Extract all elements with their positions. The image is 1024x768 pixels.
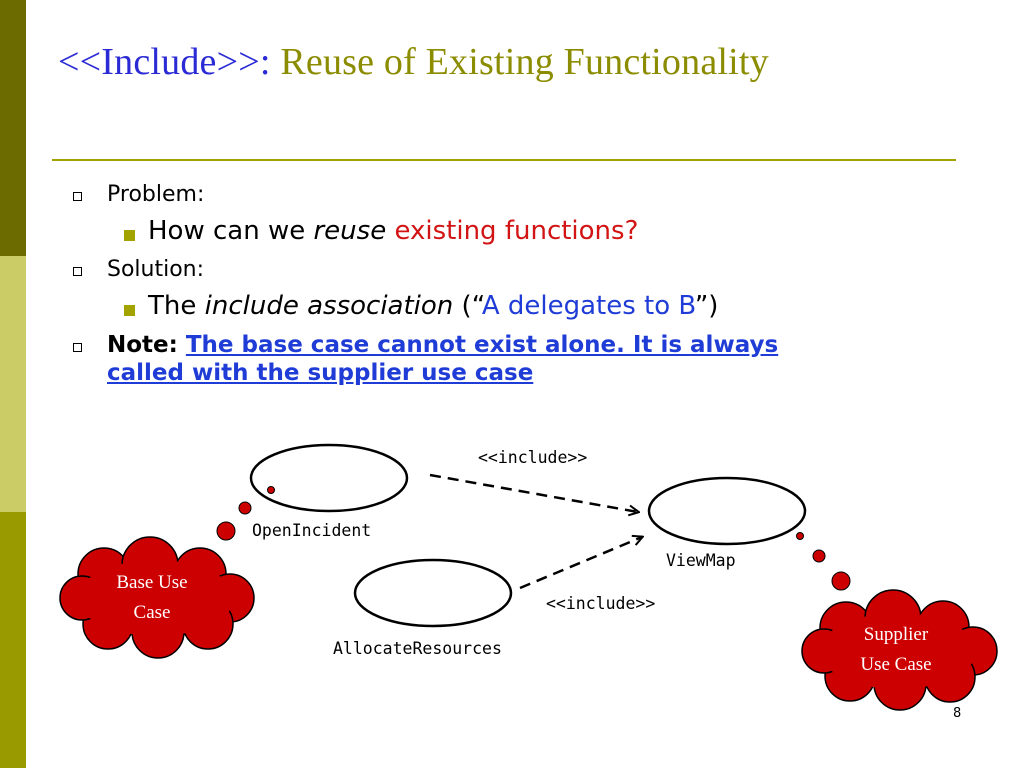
usecase-allocate-resources-ellipse[interactable] xyxy=(353,558,513,628)
problem-text: How can we reuse existing functions? xyxy=(148,216,639,246)
callout-base-line2: Case xyxy=(134,602,171,623)
include-label-1: <<include>> xyxy=(478,448,587,467)
include-arrow-2 xyxy=(519,537,642,590)
bullet-square-icon xyxy=(73,192,82,201)
usecase-view-map-label: ViewMap xyxy=(666,551,736,570)
bullet-square-icon xyxy=(73,343,82,352)
usecase-open-incident-label: OpenIncident xyxy=(252,521,371,540)
solution-text: The include association (“A delegates to… xyxy=(148,291,719,321)
usecase-open-incident-ellipse[interactable] xyxy=(249,443,409,513)
side-band-bottom xyxy=(0,512,26,768)
usecase-allocate-label: AllocateResources xyxy=(333,639,502,658)
side-band-top xyxy=(0,0,26,256)
side-band-middle xyxy=(0,256,26,512)
title-divider xyxy=(52,159,956,161)
note-link-line2[interactable]: called with the supplier use case xyxy=(107,360,534,386)
sub-bullet-icon xyxy=(124,230,135,241)
callout-dot xyxy=(812,549,826,563)
supplier-use-case-cloud xyxy=(801,589,998,711)
bullet-square-icon xyxy=(73,267,82,276)
problem-label: Problem: xyxy=(107,182,205,207)
note-text: Note: The base case cannot exist alone. … xyxy=(107,331,778,387)
include-arrow-1 xyxy=(429,473,638,512)
callout-dot xyxy=(267,486,275,494)
title-prefix: <<Include>>: xyxy=(58,41,271,83)
note-link-line1[interactable]: The base case cannot exist alone. It is … xyxy=(185,332,779,358)
slide-number: 8 xyxy=(953,706,962,721)
callout-supplier-line2: Use Case xyxy=(860,654,931,675)
callout-base-line1: Base Use xyxy=(116,572,187,593)
include-label-2: <<include>> xyxy=(546,594,655,613)
note-label: Note: xyxy=(107,332,186,358)
base-use-case-cloud xyxy=(59,536,255,659)
callout-dot xyxy=(238,501,252,515)
usecase-view-map-ellipse[interactable] xyxy=(647,476,807,546)
callout-dot xyxy=(831,571,851,591)
callout-supplier-line1: Supplier xyxy=(864,624,929,645)
solution-label: Solution: xyxy=(107,257,205,282)
title-main: Reuse of Existing Functionality xyxy=(280,41,769,83)
callout-dot xyxy=(796,532,804,540)
slide-title: <<Include>>: Reuse of Existing Functiona… xyxy=(58,40,769,84)
sub-bullet-icon xyxy=(124,305,135,316)
callout-dot xyxy=(216,521,236,541)
